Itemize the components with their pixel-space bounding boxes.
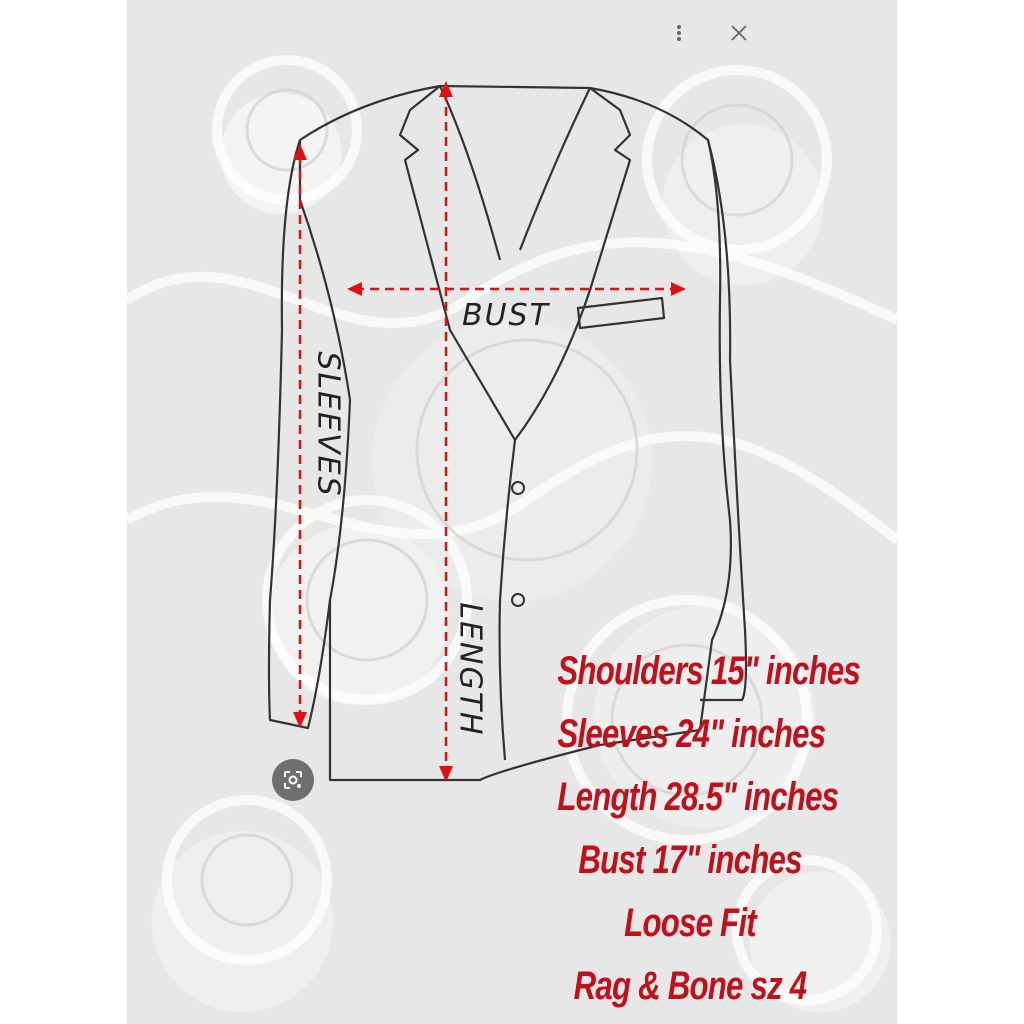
button-bottom xyxy=(511,593,525,607)
close-button[interactable] xyxy=(724,18,754,48)
front-opening xyxy=(498,439,517,761)
image-controls xyxy=(664,18,754,48)
left-lapel xyxy=(398,85,516,441)
spec-sleeves: Sleeves 24" inches xyxy=(557,712,826,756)
right-sleeve xyxy=(700,139,748,702)
sleeves-label: SLEEVES xyxy=(310,351,346,498)
bust-label: BUST xyxy=(462,298,550,333)
spec-brand-size: Rag & Bone sz 4 xyxy=(573,964,808,1008)
spec-bust: Bust 17" inches xyxy=(578,838,802,882)
more-options-button[interactable] xyxy=(664,18,694,48)
spec-fit: Loose Fit xyxy=(624,901,756,945)
measurement-specs: Shoulders 15" inches Sleeves 24" inches … xyxy=(557,640,861,1018)
left-sleeve xyxy=(267,139,332,730)
length-label: LENGTH xyxy=(452,602,488,737)
visual-search-icon xyxy=(284,771,302,789)
right-lapel xyxy=(514,87,632,441)
breast-pocket xyxy=(576,296,666,330)
vertical-dots-icon xyxy=(677,25,681,41)
spec-shoulders: Shoulders 15" inches xyxy=(557,649,861,693)
visual-search-button[interactable] xyxy=(272,759,314,801)
close-icon xyxy=(731,25,747,41)
jacket-outline xyxy=(298,84,732,782)
spec-length: Length 28.5" inches xyxy=(557,775,839,819)
button-top xyxy=(511,481,525,495)
